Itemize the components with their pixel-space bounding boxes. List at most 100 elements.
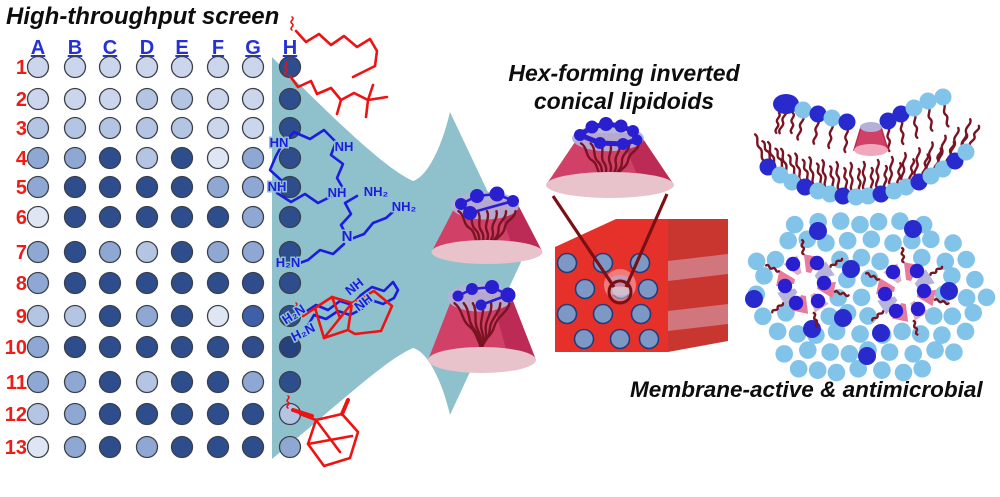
pore-headgroup-bead [777,278,793,294]
pore-headgroup-bead [816,275,832,291]
headgroup-bead [489,186,505,202]
lipid-tail-squiggle [912,319,919,336]
lipidoid-head-top-view [803,320,821,338]
lipid-tail-squiggle [616,142,641,179]
well-E10 [170,335,194,359]
plate-row-header-7: 7 [16,242,27,264]
hex-channel-circle [573,328,595,350]
headgroup-bead [627,125,639,137]
lipid-head-top-view [820,307,839,326]
block-side-stripe [668,254,728,281]
pore-headgroup-bead [809,255,825,271]
pore-headgroup-bead [885,264,901,280]
chem-bond [338,301,354,320]
inserted-cone-cap [860,122,882,132]
plate-col-header-E: E [175,37,188,59]
lipid-tail-squiggle [874,158,880,190]
plate-row-header-8: 8 [16,273,27,295]
lipid-tail-squiggle [789,111,796,135]
chem-bond [295,242,346,266]
lipid-head-top-view [775,345,794,363]
lipid-head-top-view [808,361,827,379]
lipid-head-top-view [945,343,963,361]
lipid-head-top-view [859,307,877,325]
lipid-head-top-view [943,267,961,285]
well-F6 [206,205,230,229]
plate-row-header-6: 6 [16,207,27,229]
lipid-head-top-view [944,234,962,252]
well-B2 [63,87,87,111]
well-D7 [135,240,159,264]
lipid-tail-squiggle [808,156,816,187]
well-B4 [63,146,87,170]
lipid-head-top-view [777,304,795,322]
lipid-tail-squiggle [925,141,934,172]
lipid-tail-squiggle [492,209,517,246]
headgroup-bead [485,280,499,294]
headgroup-bead [574,129,586,141]
well-F9 [206,304,230,328]
plate-row-header-10: 10 [5,337,27,359]
well-C10 [98,335,122,359]
well-B9 [63,304,87,328]
well-D6 [135,205,159,229]
lipid-head [796,178,814,196]
lipid-head-top-view [894,363,913,382]
chem-bond [294,29,379,79]
well-B10 [63,335,87,359]
lipid-head-top-view [936,252,955,271]
chem-bond [306,434,354,446]
well-D1 [135,55,159,79]
well-D5 [135,175,159,199]
well-C3 [98,116,122,140]
pore-headgroup-bead [888,303,904,319]
lipid-head-top-view [880,343,899,361]
lipid-head-top-view [768,322,787,341]
lipidoid-cone-small-upper [431,186,543,264]
well-F13 [206,435,230,459]
lipid-tail-squiggle [912,112,919,139]
cone-base [546,172,674,198]
hex-channel-circle [556,303,578,325]
well-G10 [241,335,265,359]
well-E2 [170,87,194,111]
hex-channel-circle [630,303,652,325]
lipid-tail-squiggle [869,166,875,192]
lipid-head-top-view [977,288,996,307]
membrane-pore [764,238,850,328]
chem-bond [339,194,359,238]
well-H11 [278,370,302,394]
lipid-tail-squiggle [886,125,891,153]
well-H6 [278,205,302,229]
lipid-tail-squiggle [896,161,903,187]
hex-channel-circle [556,252,578,274]
well-F7 [206,240,230,264]
plate-row-header-5: 5 [16,177,27,199]
lipid-tail-squiggle [774,111,781,135]
lipid-head-top-view [873,361,891,379]
cone-base [431,240,543,264]
lipidoid-cone-small-lower [428,280,536,373]
lipid-tail-squiggle [761,139,774,163]
lipid-head-top-view [862,230,881,249]
lipid-head-top-view [852,248,871,267]
lipid-head-top-view [827,322,846,341]
well-F10 [206,335,230,359]
lipid-head-top-view [788,325,807,343]
lipid-tail-squiggle [290,16,294,31]
lipid-tail-squiggle [771,302,785,314]
lipidoid-head-top-view [842,260,860,278]
lipid-tail-squiggle [864,271,881,281]
lipid-head-top-view [851,325,869,343]
chem-bond [288,74,370,102]
lipid-tail-squiggle [753,133,766,163]
headgroup-bead [475,299,487,311]
hex-channel-circle [638,328,660,350]
lipid-tail-squiggle [899,118,905,146]
chem-bond [366,95,389,102]
well-A6 [26,205,50,229]
hex-channel-circle [574,278,596,300]
well-H2 [278,87,302,111]
lipid-tail-squiggle [926,105,934,132]
